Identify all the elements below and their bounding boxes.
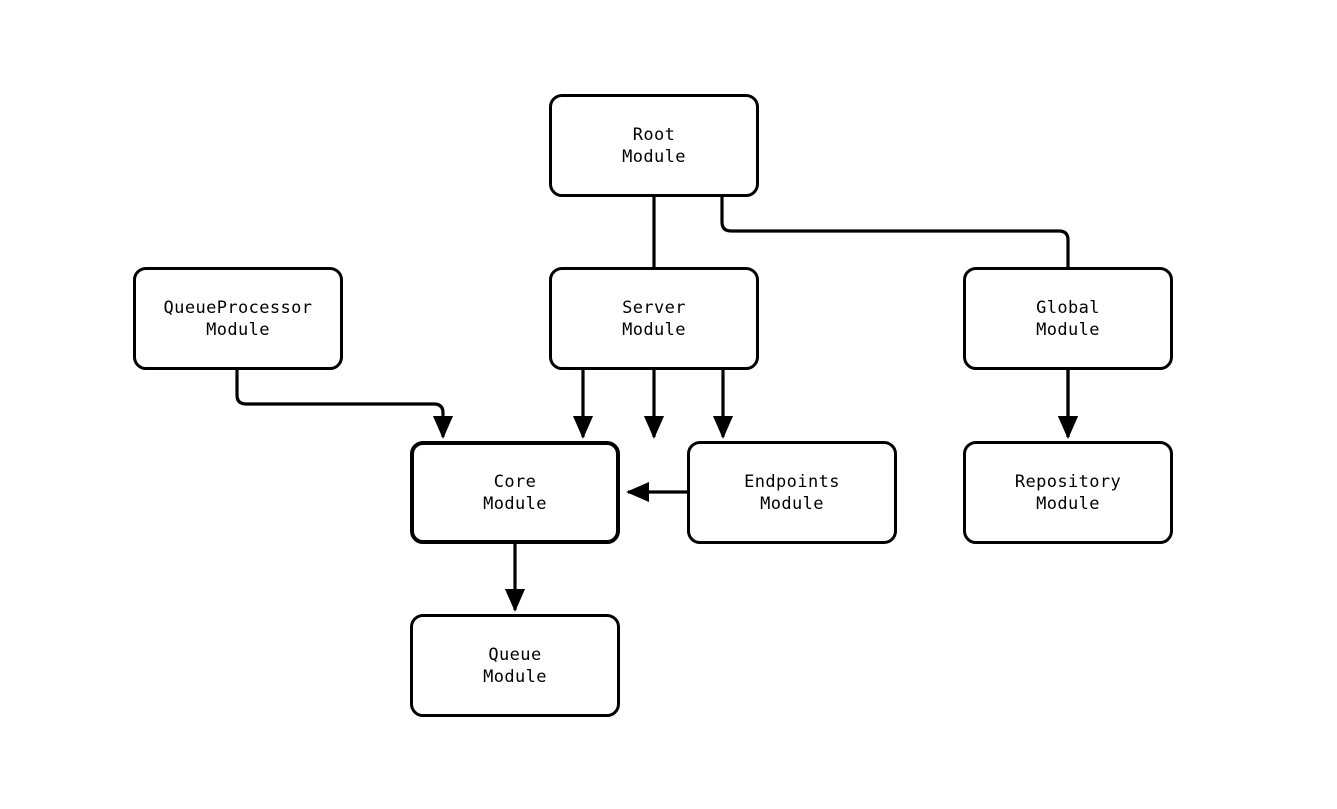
node-queue-label-line2: Module: [483, 666, 547, 687]
node-endpoints-label-line1: Endpoints: [744, 471, 840, 492]
edge-root-to-global: [720, 197, 1079, 439]
node-core[interactable]: Core Module: [410, 441, 620, 544]
node-global-label-line2: Module: [1036, 319, 1100, 340]
node-queueprocessor-label-line2: Module: [206, 319, 270, 340]
edge-queueprocessor-to-core: [235, 370, 454, 439]
node-endpoints[interactable]: Endpoints Module: [687, 441, 897, 544]
node-server-label-line2: Module: [622, 319, 686, 340]
node-queue-label-line1: Queue: [488, 644, 542, 665]
node-queue[interactable]: Queue Module: [410, 614, 620, 717]
node-queueprocessor[interactable]: QueueProcessor Module: [133, 267, 343, 370]
node-server[interactable]: Server Module: [549, 267, 759, 370]
node-endpoints-label-line2: Module: [760, 493, 824, 514]
node-repository-label-line2: Module: [1036, 493, 1100, 514]
node-root-label-line2: Module: [622, 146, 686, 167]
node-root[interactable]: Root Module: [549, 94, 759, 197]
node-queueprocessor-label-line1: QueueProcessor: [163, 297, 313, 318]
node-repository[interactable]: Repository Module: [963, 441, 1173, 544]
node-global-label-line1: Global: [1036, 297, 1100, 318]
node-root-label-line1: Root: [632, 124, 676, 145]
node-global[interactable]: Global Module: [963, 267, 1173, 370]
node-server-label-line1: Server: [622, 297, 686, 318]
node-repository-label-line1: Repository: [1014, 471, 1122, 492]
node-core-label-line1: Core: [493, 471, 537, 492]
node-core-label-line2: Module: [483, 493, 547, 514]
